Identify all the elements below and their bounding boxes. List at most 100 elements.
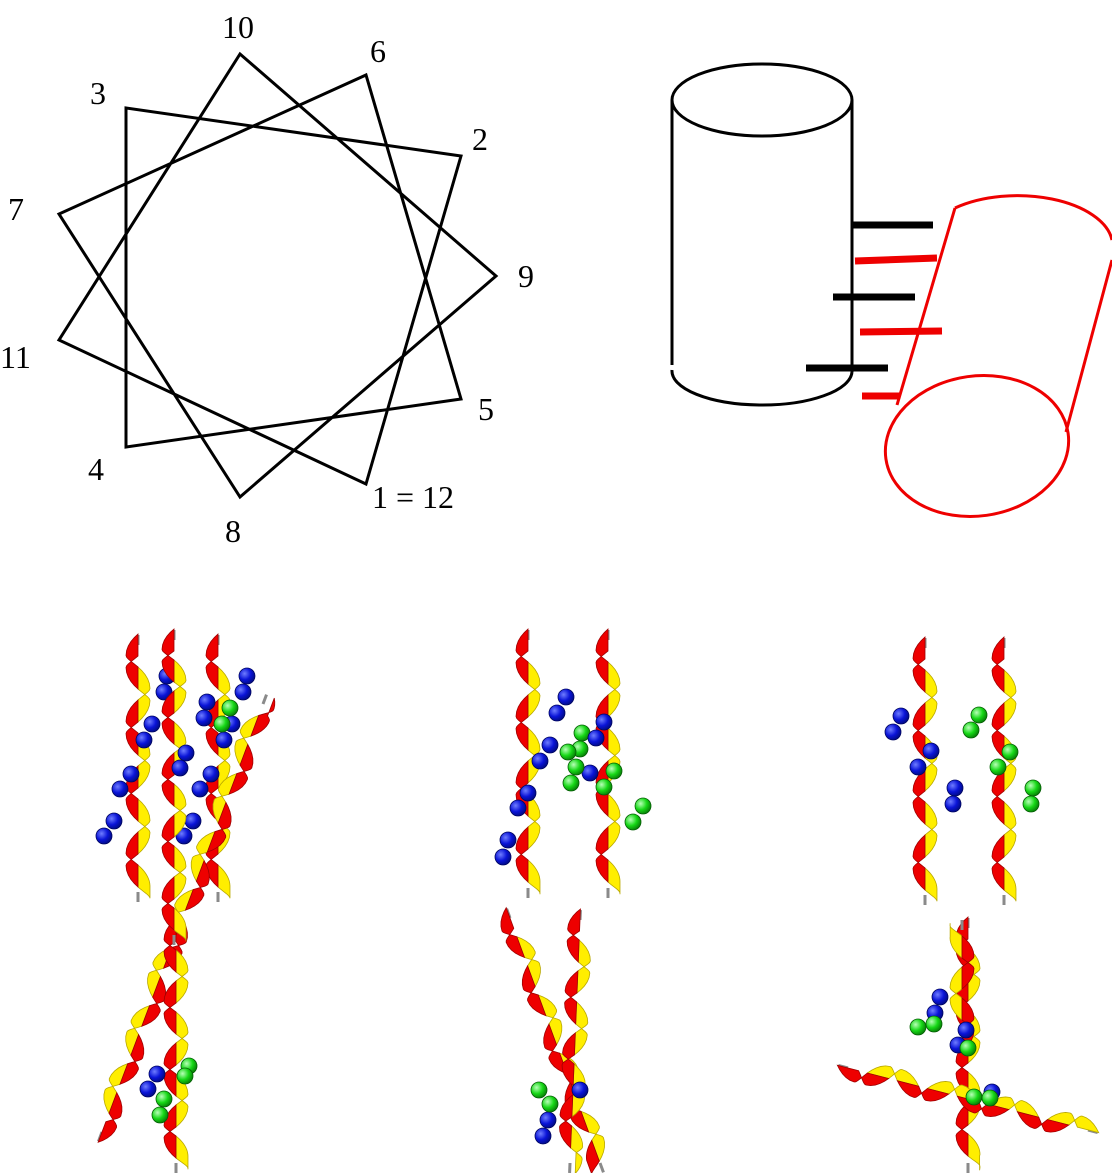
residue-sphere-green (605, 762, 623, 780)
alpha-helix-ribbon (991, 636, 1017, 905)
alpha-helix-ribbon (949, 920, 975, 1052)
residue-sphere-green (1022, 795, 1040, 813)
helix-front-face (125, 831, 139, 888)
helix-panel-crossed-left (97, 628, 276, 1173)
helix-front-face (125, 699, 139, 756)
helix-panels (95, 628, 1100, 1173)
wheel-label-4: 4 (88, 451, 104, 487)
residue-sphere-blue (587, 729, 605, 747)
helix-back-face (570, 1124, 584, 1173)
helix-back-face (1046, 1112, 1100, 1134)
residue-sphere-green (530, 1081, 548, 1099)
helix-front-face (163, 918, 177, 973)
helix-front-face (836, 1064, 890, 1087)
alpha-helix-ribbon (559, 908, 591, 1173)
interaction-bars (806, 221, 943, 400)
helix-front-face (515, 826, 529, 883)
helix-back-face (1003, 669, 1017, 726)
helix-back-face (137, 864, 151, 899)
residue-sphere-green (155, 1090, 173, 1108)
residue-sphere-blue (499, 831, 517, 849)
residue-sphere-blue (557, 688, 575, 706)
residue-sphere-green (567, 758, 585, 776)
residue-sphere-blue (135, 731, 153, 749)
helix-panel-crossed-perpendicular (836, 916, 1100, 1173)
wheel-label-2: 2 (472, 121, 488, 157)
helix-front-face (564, 970, 579, 1025)
residue-sphere-blue (548, 704, 566, 722)
residue-sphere-blue (539, 1111, 557, 1129)
wheel-label-9: 9 (518, 258, 534, 294)
helix-front-face (961, 935, 975, 990)
helix-back-face (173, 659, 187, 714)
helix-front-face (912, 768, 926, 825)
helix-back-face (217, 864, 231, 899)
residue-sphere-green (176, 1067, 194, 1085)
residue-sphere-green (1024, 779, 1042, 797)
helix-front-face (566, 908, 581, 963)
wheel-label-11: 11 (0, 339, 31, 375)
residue-sphere-green (573, 724, 591, 742)
helix-back-face (175, 949, 189, 1004)
helix-front-face (161, 876, 175, 931)
wheel-label-1: 1 = 12 (372, 479, 454, 515)
residue-sphere-blue (234, 683, 252, 701)
residue-sphere-blue (95, 827, 113, 845)
red-bar (854, 254, 938, 265)
helix-back-face (967, 1133, 981, 1171)
wheel-label-6: 6 (370, 33, 386, 69)
residue-sphere-blue (531, 752, 549, 770)
helix-front-face (161, 690, 175, 745)
helix-front-face (161, 814, 175, 869)
helix-front-face (163, 1042, 177, 1097)
helical-wheel: 1 = 12 2 3 4 5 6 7 8 9 10 11 (0, 9, 534, 549)
helix-back-face (137, 798, 151, 855)
helix-front-face (896, 1080, 950, 1102)
helix-front-face (500, 906, 526, 959)
helix-front-face (228, 743, 254, 795)
helix-front-face (1016, 1111, 1070, 1133)
residue-sphere-blue (139, 1080, 157, 1098)
helix-back-face (607, 661, 621, 718)
alpha-helix-ribbon (515, 628, 541, 898)
helix-terminus (598, 1162, 605, 1173)
alpha-helix-ribbon (161, 628, 187, 945)
residue-sphere-blue (122, 765, 140, 783)
residue-sphere-blue (946, 779, 964, 797)
residue-sphere-blue (215, 731, 233, 749)
residue-sphere-green (989, 758, 1007, 776)
residue-sphere-green (962, 721, 980, 739)
residue-sphere-blue (892, 707, 910, 725)
residue-sphere-blue (519, 784, 537, 802)
residue-sphere-blue (494, 848, 512, 866)
residue-sphere-green (541, 1095, 559, 1113)
alpha-helix-ribbon (500, 906, 605, 1173)
helical-wheel-star (56, 51, 499, 500)
helix-back-face (175, 1135, 189, 1170)
residue-sphere-blue (155, 683, 173, 701)
helix-back-face (527, 793, 541, 850)
helix-back-face (137, 666, 151, 723)
helix-front-face (250, 697, 276, 737)
residue-sphere-blue (571, 1081, 589, 1099)
residue-sphere-green (624, 813, 642, 831)
helix-back-face (175, 1011, 189, 1066)
helix-back-face (607, 793, 621, 850)
helix-front-face (125, 633, 139, 690)
black-cylinder (670, 62, 854, 407)
residue-sphere-green (909, 1018, 927, 1036)
helix-front-face (912, 834, 926, 891)
helix-front-face (119, 1033, 145, 1085)
helix-front-face (205, 633, 219, 690)
residue-sphere-blue (957, 1021, 975, 1039)
helix-front-face (912, 702, 926, 759)
alpha-helix-ribbon (163, 918, 189, 1173)
residue-sphere-blue (175, 827, 193, 845)
residue-sphere-blue (148, 1065, 166, 1083)
residue-sphere-blue (909, 758, 927, 776)
helix-front-face (515, 628, 529, 685)
residue-sphere-blue (884, 723, 902, 741)
residue-sphere-green (965, 1088, 983, 1106)
residue-sphere-blue (177, 744, 195, 762)
